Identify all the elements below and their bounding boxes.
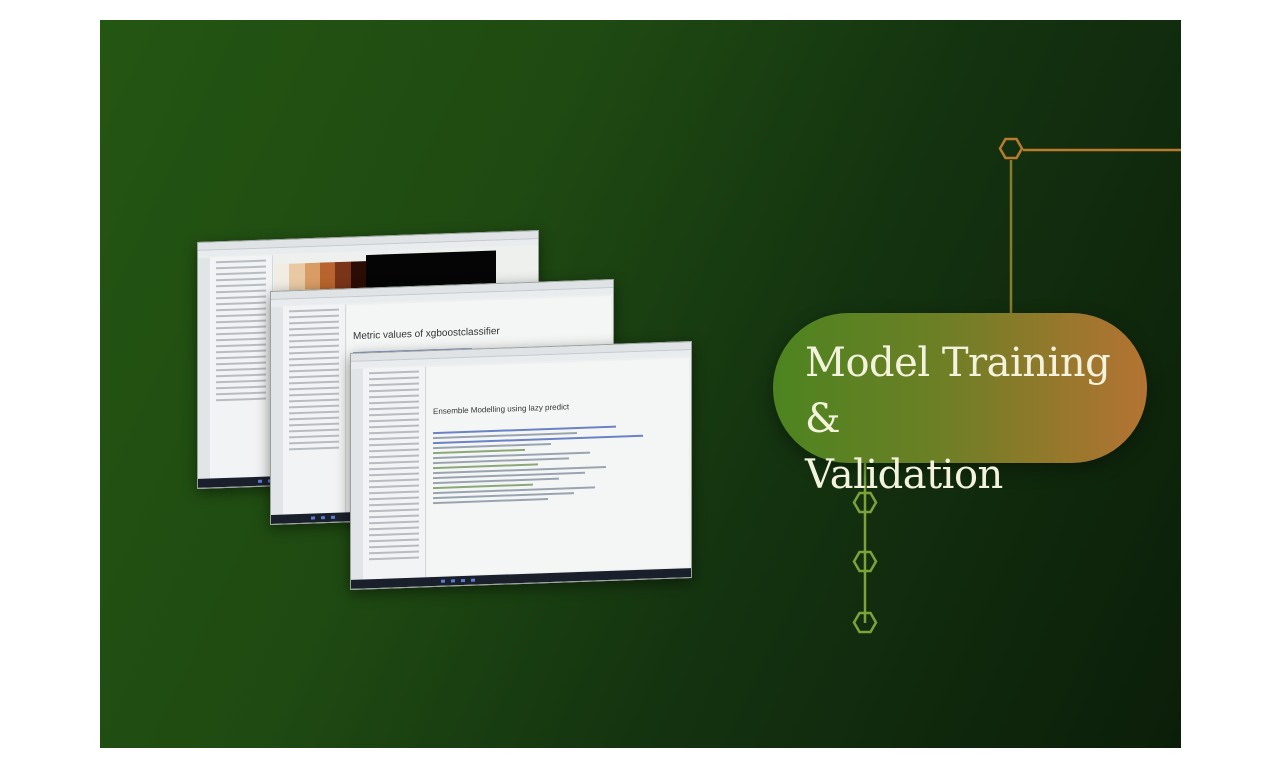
notebook-heading: Metric values of xgboostclassifier [353,325,500,343]
slide-title-line-1: Model Training & [805,340,1111,442]
notebook-body: Ensemble Modelling using lazy predict [427,358,689,577]
hexagon-node-icon [852,550,878,573]
screenshot-stack: Metric values of xgboostclassifier [100,20,1181,748]
hexagon-node-icon [852,611,878,634]
timeline-connectors [852,137,1181,634]
slide-title-line-2: Validation [805,452,1003,498]
title-pill: Model Training & Validation [773,313,1147,498]
hexagon-node-icon [998,137,1024,160]
file-explorer [363,366,426,580]
file-explorer [210,255,273,479]
notebook-heading: Ensemble Modelling using lazy predict [433,402,570,417]
hexagon-node-icon [852,491,878,514]
slide-canvas: Model Training & Validation [100,20,1181,748]
slide-title: Model Training & Validation [805,335,1135,503]
activity-bar [198,257,210,479]
file-explorer [283,304,346,515]
activity-bar [351,368,363,580]
ide-screenshot-front: Ensemble Modelling using lazy predict [350,341,692,590]
activity-bar [271,306,283,515]
